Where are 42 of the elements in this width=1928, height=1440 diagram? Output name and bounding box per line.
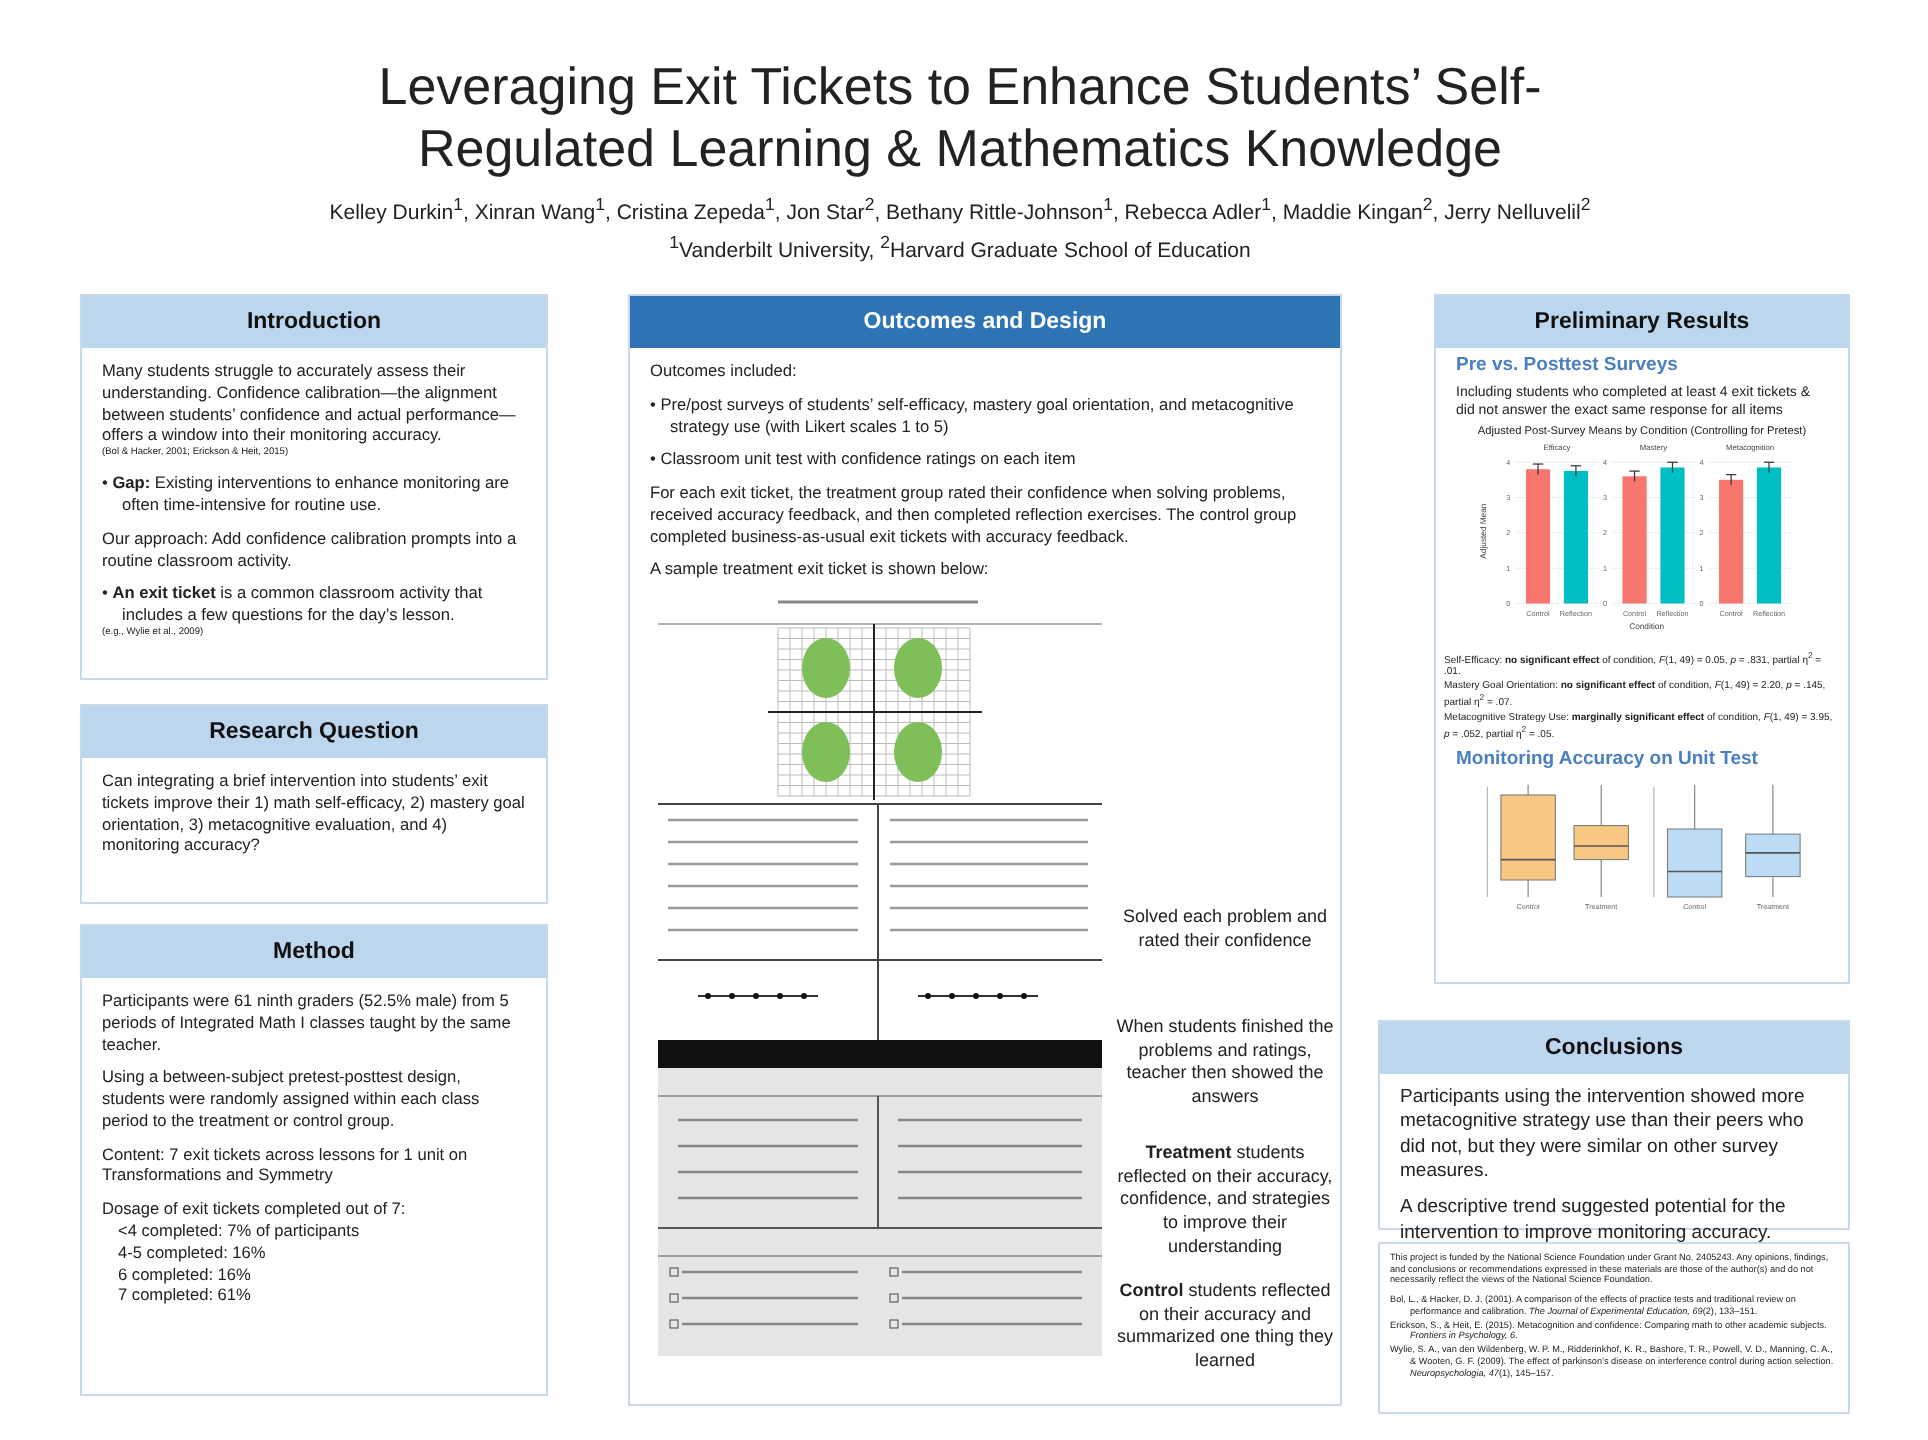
bullet-item: • Gap: Existing interventions to enhance monitoring are often time-intensive for routine use. — [102, 472, 512, 516]
step-note: When students finished the problems and ratings, teacher then showed the answers — [1114, 1016, 1336, 1110]
paragraph: Many students struggle to accurately assess their understanding. Confidence calibration—the alignment between students’ confidence and actual performance—offers a window into their monitoring accuracy. — [102, 360, 518, 447]
bullet-item: • Classroom unit test with confidence ratings on each item — [650, 448, 1078, 471]
bullet-item: • An exit ticket is a common classroom activity that includes a few questions for the day’s lesson. — [102, 582, 485, 627]
paragraph: For each exit ticket, the treatment group rated their confidence when solving problems, received accuracy feedback, and then completed reflection exercises. The control group completed business-as-usual exit tickets with accuracy feedback. — [650, 482, 1299, 547]
section-subheading: Monitoring Accuracy on Unit Test — [1456, 747, 1760, 772]
poster-title: Leveraging Exit Tickets to Enhance Students’ Self-Regulated Learning & Mathematics Knowledge — [376, 56, 1544, 181]
list-item: 7 completed: 61% — [118, 1284, 253, 1307]
panel-heading: Conclusions — [1380, 1022, 1848, 1074]
author-list: Kelley Durkin$^{1}$, Xinran Wang$^{1}$, Cristina Zepeda$^{1}$, Jon Star$^{2}$, Bethany Rittle-Johnson$^{1}$, Rebecca Adler$^{1}$, Maddie Kingan$^{2}$, Jerry Nelluvelil$^{2}$ — [260, 194, 1660, 225]
list-item: 6 completed: 16% — [118, 1263, 253, 1285]
poster-panel — [80, 924, 548, 1396]
reference-box — [1378, 1242, 1850, 1414]
paragraph: A descriptive trend suggested potential for the intervention to improve monitoring accuracy. — [1400, 1196, 1788, 1247]
poster-panel — [80, 704, 548, 904]
paragraph: Using a between-subject pretest-posttest design, students were randomly assigned within each class period to the treatment or control group. — [102, 1066, 482, 1132]
paragraph: Participants using the intervention showed more metacognitive strategy use than their peers who did not, but they were similar on other survey measures. — [1400, 1086, 1807, 1185]
paragraph: Participants were 61 ninth graders (52.5% male) from 5 periods of Integrated Math I classes taught by the same teacher. — [102, 990, 513, 1055]
paragraph: Can integrating a brief intervention into students’ exit tickets improve their 1) math self-efficacy, 2) mastery goal orientation, 3) metacognitive evaluation, and 4) monitoring accuracy? — [102, 770, 526, 857]
panel-heading: Method — [82, 926, 546, 978]
bullet-item: • Pre/post surveys of students’ self-efficacy, mastery goal orientation, and metacognitive strategy use (with Likert scales 1 to 5) — [650, 393, 1296, 437]
exit-ticket-drawing — [658, 596, 1102, 1357]
step-note: Solved each problem and rated their confidence — [1120, 906, 1330, 953]
paragraph: A sample treatment exit ticket is shown below: — [650, 558, 991, 581]
paragraph: Content: 7 exit tickets across lessons for 1 unit on Transformations and Symmetry — [102, 1143, 470, 1187]
list-item: 4-5 completed: 16% — [118, 1241, 268, 1264]
panel-heading: Research Question — [82, 706, 546, 758]
panel-heading: Outcomes and Design — [630, 296, 1340, 348]
paragraph: Outcomes included: — [650, 360, 799, 382]
step-note: Treatment students reflected on their accuracy, confidence, and strategies to improve their understanding — [1115, 1142, 1335, 1259]
affiliation-text: $^{1}$Vanderbilt University, $^{2}$Harvard Graduate School of Education — [667, 232, 1253, 263]
poster-panel — [628, 294, 1342, 1406]
paragraph: Dosage of exit tickets completed out of 7: — [102, 1198, 408, 1221]
panel-heading: Introduction — [82, 296, 546, 348]
list-item: <4 completed: 7% of participants — [118, 1220, 362, 1242]
paragraph: Our approach: Add confidence calibration prompts into a routine classroom activity. — [102, 527, 519, 571]
step-note: Control students reflected on their accuracy and summarized one thing they learned — [1114, 1280, 1336, 1374]
section-subheading: Pre vs. Posttest Surveys — [1456, 354, 1680, 379]
poster-panel — [80, 294, 548, 680]
panel-heading: Preliminary Results — [1436, 296, 1848, 348]
poster-panel — [1434, 294, 1850, 984]
